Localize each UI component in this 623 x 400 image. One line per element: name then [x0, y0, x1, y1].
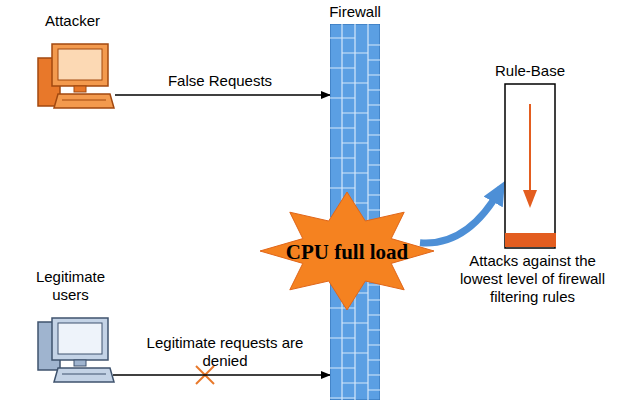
attacker-computer	[38, 44, 114, 108]
node-heading: Rule-Base	[475, 62, 585, 80]
cpu-star: CPU full load	[260, 192, 434, 310]
node-heading: Firewall	[310, 3, 400, 21]
rule-base-node: Rule-Base	[495, 62, 565, 250]
load-arrow	[420, 188, 501, 243]
user-computer	[38, 318, 114, 382]
request-arrow	[113, 374, 330, 376]
star-text: CPU full load	[260, 240, 434, 265]
node-heading: Attacker	[20, 12, 125, 30]
node-heading: Legitimate users	[18, 268, 123, 304]
note-text: Attacks against the lowest level of fire…	[450, 252, 615, 306]
edge-label: Legitimate requests are denied	[140, 334, 310, 370]
edge-label: False Requests	[140, 72, 300, 90]
firewall-node: Firewall	[330, 0, 380, 400]
attacker-node: Attacker	[30, 10, 115, 110]
request-arrow	[115, 94, 330, 96]
user-node: Legitimate users	[28, 268, 113, 392]
rule-base-box	[495, 62, 565, 250]
